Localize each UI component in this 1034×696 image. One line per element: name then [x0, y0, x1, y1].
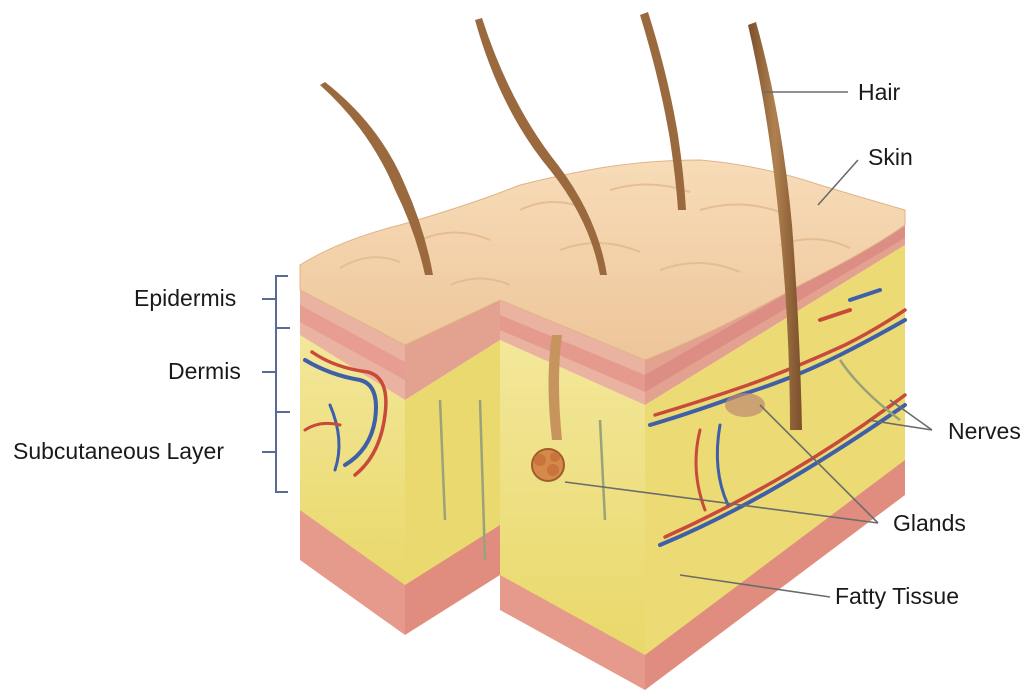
label-subcutaneous-layer: Subcutaneous Layer: [13, 440, 224, 463]
label-nerves: Nerves: [948, 420, 1021, 443]
label-fatty-tissue: Fatty Tissue: [835, 585, 959, 608]
label-glands: Glands: [893, 512, 966, 535]
label-dermis: Dermis: [168, 360, 241, 383]
label-hair: Hair: [858, 81, 900, 104]
label-skin: Skin: [868, 146, 913, 169]
label-epidermis: Epidermis: [134, 287, 236, 310]
layer-bracket: [262, 276, 290, 492]
